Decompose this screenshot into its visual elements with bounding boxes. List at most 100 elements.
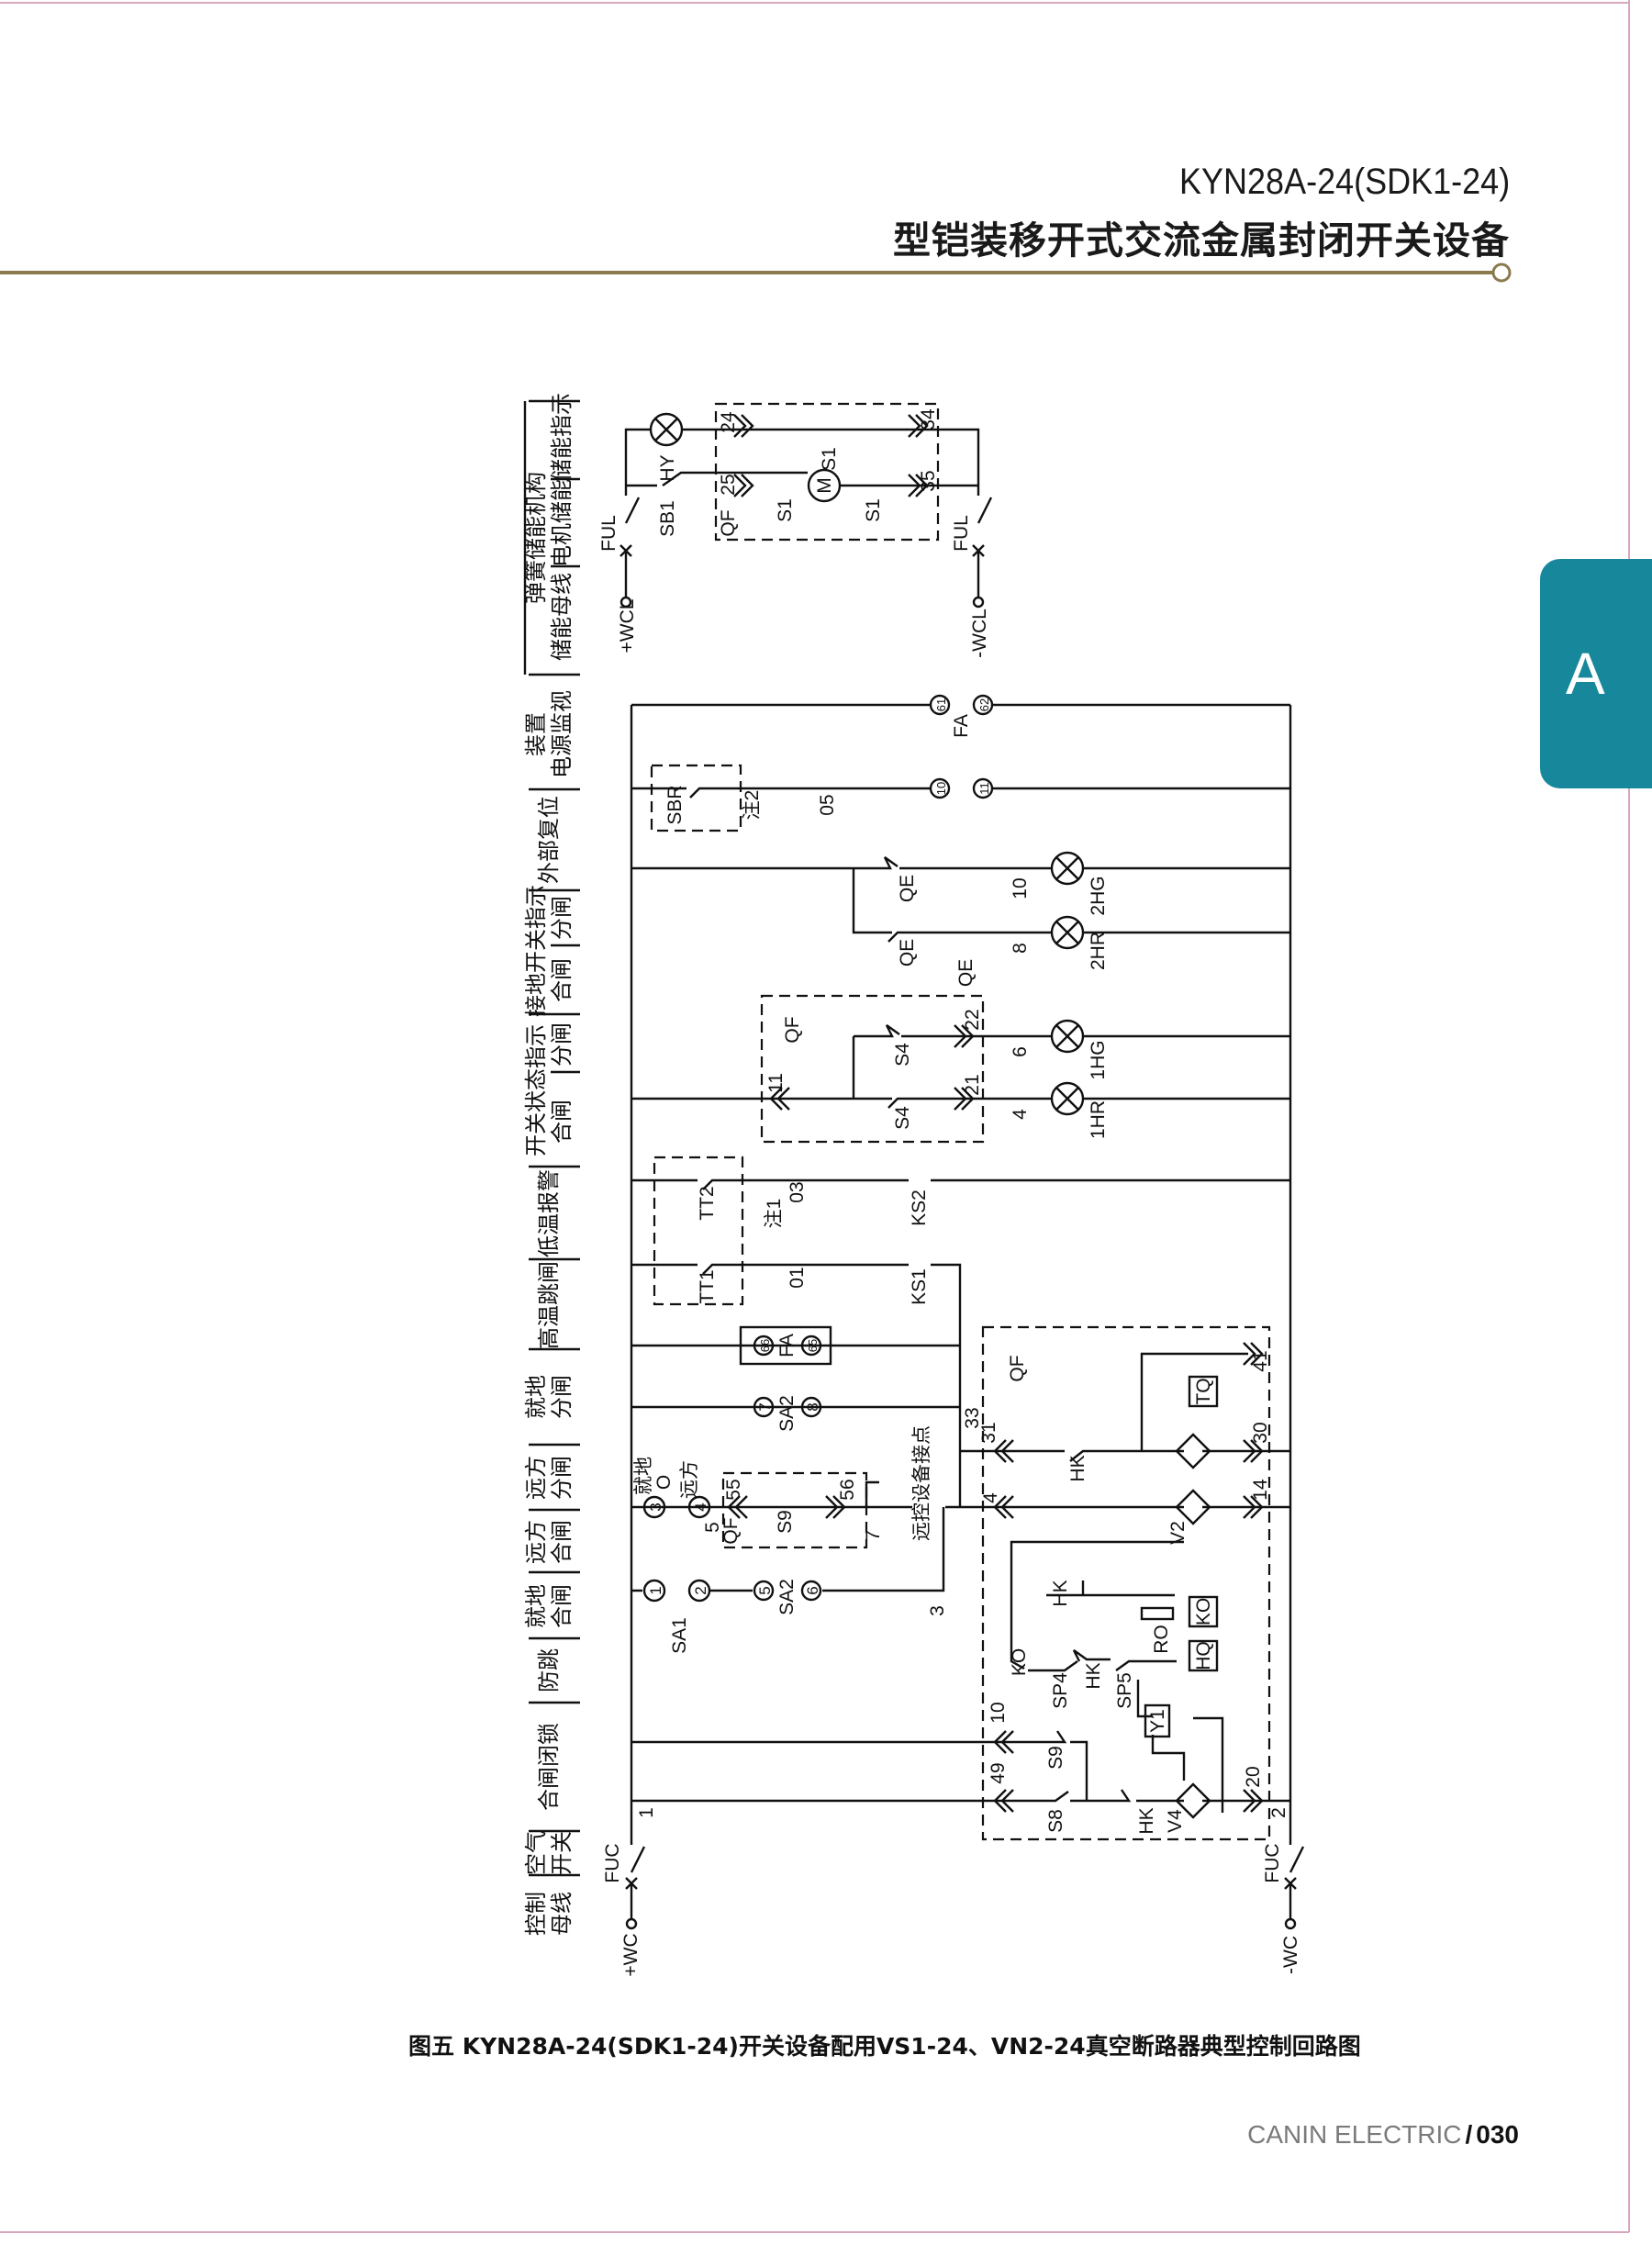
header-remote-close-2: 合闸 bbox=[549, 1520, 575, 1564]
y1-coil-box bbox=[1144, 1703, 1171, 1738]
fa-relay-box bbox=[739, 1325, 832, 1366]
footer-brand: CANIN ELECTRIC bbox=[1247, 2120, 1462, 2149]
label-fuc: FUC bbox=[602, 1843, 623, 1882]
header-close-lock: 合闸闭锁 bbox=[536, 1723, 562, 1811]
lamp-icon-2hr bbox=[1050, 915, 1085, 950]
label-fuc: FUC bbox=[1262, 1843, 1283, 1882]
label-wcl-pos: +WCL bbox=[617, 599, 638, 653]
plug-connectors bbox=[727, 1024, 1264, 1813]
header-ext-reset: 外部复位 bbox=[536, 796, 562, 884]
label-tq: TQ bbox=[1193, 1378, 1214, 1404]
label-ks2: KS2 bbox=[909, 1190, 930, 1226]
label-terminal: 41 bbox=[1250, 1350, 1271, 1371]
label-terminal: 33 bbox=[962, 1407, 983, 1428]
label-ful: FUL bbox=[598, 515, 620, 552]
header-spring: 弹簧储能机构 bbox=[523, 472, 549, 604]
label-terminal: 24 bbox=[718, 411, 739, 433]
label-terminal: 14 bbox=[1250, 1479, 1271, 1501]
component-labels: 61 62 FA SBR 注2 05 10 11 QE 10 2HG QE 8 … bbox=[602, 698, 1301, 1977]
header-local-open: 就地 bbox=[523, 1375, 549, 1419]
terminal-label: 2 bbox=[692, 1586, 709, 1594]
terminal-circles bbox=[642, 694, 994, 1603]
page-footer: CANIN ELECTRIC/030 bbox=[1247, 2120, 1519, 2150]
label-terminal: 31 bbox=[978, 1422, 999, 1443]
label-hy: HY bbox=[657, 454, 678, 481]
wire-number: 03 bbox=[787, 1181, 808, 1202]
label-terminal: 11 bbox=[765, 1073, 787, 1093]
label-fa: FA bbox=[951, 714, 972, 738]
label-off-position: O bbox=[653, 1475, 675, 1490]
label-terminal: 4 bbox=[980, 1492, 1001, 1503]
header-switch-close: 合闸 bbox=[549, 1100, 575, 1144]
label-2hr: 2HR bbox=[1088, 932, 1109, 970]
label-s1: S1 bbox=[863, 498, 884, 522]
label-s4: S4 bbox=[892, 1106, 913, 1130]
label-qf: QF bbox=[718, 509, 739, 536]
motor-icon bbox=[807, 468, 842, 503]
header-switch-open: 分闸 bbox=[549, 1022, 575, 1067]
terminal-label: 6 bbox=[804, 1586, 821, 1594]
label-remote-contact: 远控设备接点 bbox=[910, 1425, 932, 1541]
qf-s9-dashed-box bbox=[721, 1471, 868, 1549]
rectifier-icon bbox=[1175, 1433, 1211, 1819]
ro-resistor bbox=[1140, 1606, 1175, 1621]
label-wcl-neg: -WCL bbox=[969, 609, 990, 658]
label-y1: Y1 bbox=[1147, 1709, 1168, 1733]
lamp-icon-1hr bbox=[1050, 1081, 1085, 1116]
label-qe: QE bbox=[897, 939, 918, 966]
trip-coil-box bbox=[1188, 1375, 1219, 1408]
column-headers: 弹簧储能机构 储能母线 电机储能 储能指示 装置 电源监视 外部复位 接地开关指… bbox=[523, 393, 580, 1936]
wire-number: 5 bbox=[702, 1522, 723, 1533]
header-local-close-2: 合闸 bbox=[549, 1584, 575, 1628]
terminal-label: 66 bbox=[758, 1339, 772, 1352]
wire-number: 4 bbox=[1010, 1109, 1031, 1120]
label-hq: HQ bbox=[1193, 1641, 1214, 1670]
label-ko: KO bbox=[1193, 1598, 1214, 1625]
wire-number: 2 bbox=[1268, 1807, 1289, 1818]
label-s1: S1 bbox=[775, 498, 796, 522]
header-earth-indicate: 接地开关指示 bbox=[523, 885, 549, 1017]
terminal-label: 11 bbox=[977, 782, 991, 795]
label-s4: S4 bbox=[892, 1043, 913, 1067]
label-hk: HK bbox=[1050, 1580, 1071, 1606]
label-terminal: 35 bbox=[918, 470, 939, 491]
figure-caption: 图五 KYN28A-24(SDK1-24)开关设备配用VS1-24、VN2-24… bbox=[408, 2033, 1361, 2060]
label-terminal: 21 bbox=[962, 1074, 983, 1095]
label-note1: 注1 bbox=[764, 1199, 785, 1229]
header-air-switch: 空气 bbox=[523, 1831, 549, 1875]
label-sp5: SP5 bbox=[1114, 1672, 1135, 1709]
header-charge-indicate: 储能指示 bbox=[549, 393, 575, 481]
terminal-label: 8 bbox=[804, 1402, 821, 1411]
terminal-label: 65 bbox=[806, 1339, 820, 1352]
page-title: 型铠装移开式交流金属封闭开关设备 bbox=[893, 218, 1510, 262]
wire-number: 7 bbox=[863, 1530, 884, 1541]
terminal-label: 3 bbox=[647, 1502, 664, 1511]
footer-separator: / bbox=[1465, 2120, 1473, 2149]
terminal-label: 61 bbox=[934, 698, 948, 711]
label-terminal: 55 bbox=[723, 1479, 744, 1500]
label-qf: QF bbox=[782, 1016, 803, 1043]
label-remote: 远方 bbox=[678, 1460, 700, 1499]
label-note2: 注2 bbox=[742, 790, 763, 821]
label-sp4: SP4 bbox=[1050, 1672, 1071, 1709]
section-tab-a[interactable]: A bbox=[1540, 559, 1652, 788]
label-terminal: 10 bbox=[988, 1702, 1009, 1723]
terminal-label: 7 bbox=[756, 1402, 774, 1411]
label-sb1: SB1 bbox=[657, 500, 678, 537]
header-high-temp: 高温跳闸 bbox=[536, 1261, 562, 1349]
header-air-switch-2: 开关 bbox=[549, 1831, 575, 1875]
label-qe: QE bbox=[897, 875, 918, 902]
label-v4: V4 bbox=[1165, 1809, 1186, 1833]
label-fa: FA bbox=[776, 1334, 798, 1357]
label-ko: KO bbox=[1009, 1648, 1030, 1676]
wire-number: 1 bbox=[636, 1807, 657, 1818]
wire-number: 6 bbox=[1010, 1046, 1031, 1057]
label-sa2: SA2 bbox=[776, 1579, 798, 1615]
label-wc-neg: -WC bbox=[1280, 1936, 1301, 1974]
header-switch-indicate: 开关状态指示 bbox=[523, 1024, 549, 1156]
label-terminal: 34 bbox=[918, 408, 939, 430]
header-ctrl-bus: 控制 bbox=[523, 1892, 549, 1936]
spring-charging-circuit: +WCL FUL SB1 HY QF 25 24 S1 S1 M S1 35 3… bbox=[598, 402, 993, 658]
label-1hg: 1HG bbox=[1088, 1040, 1109, 1079]
